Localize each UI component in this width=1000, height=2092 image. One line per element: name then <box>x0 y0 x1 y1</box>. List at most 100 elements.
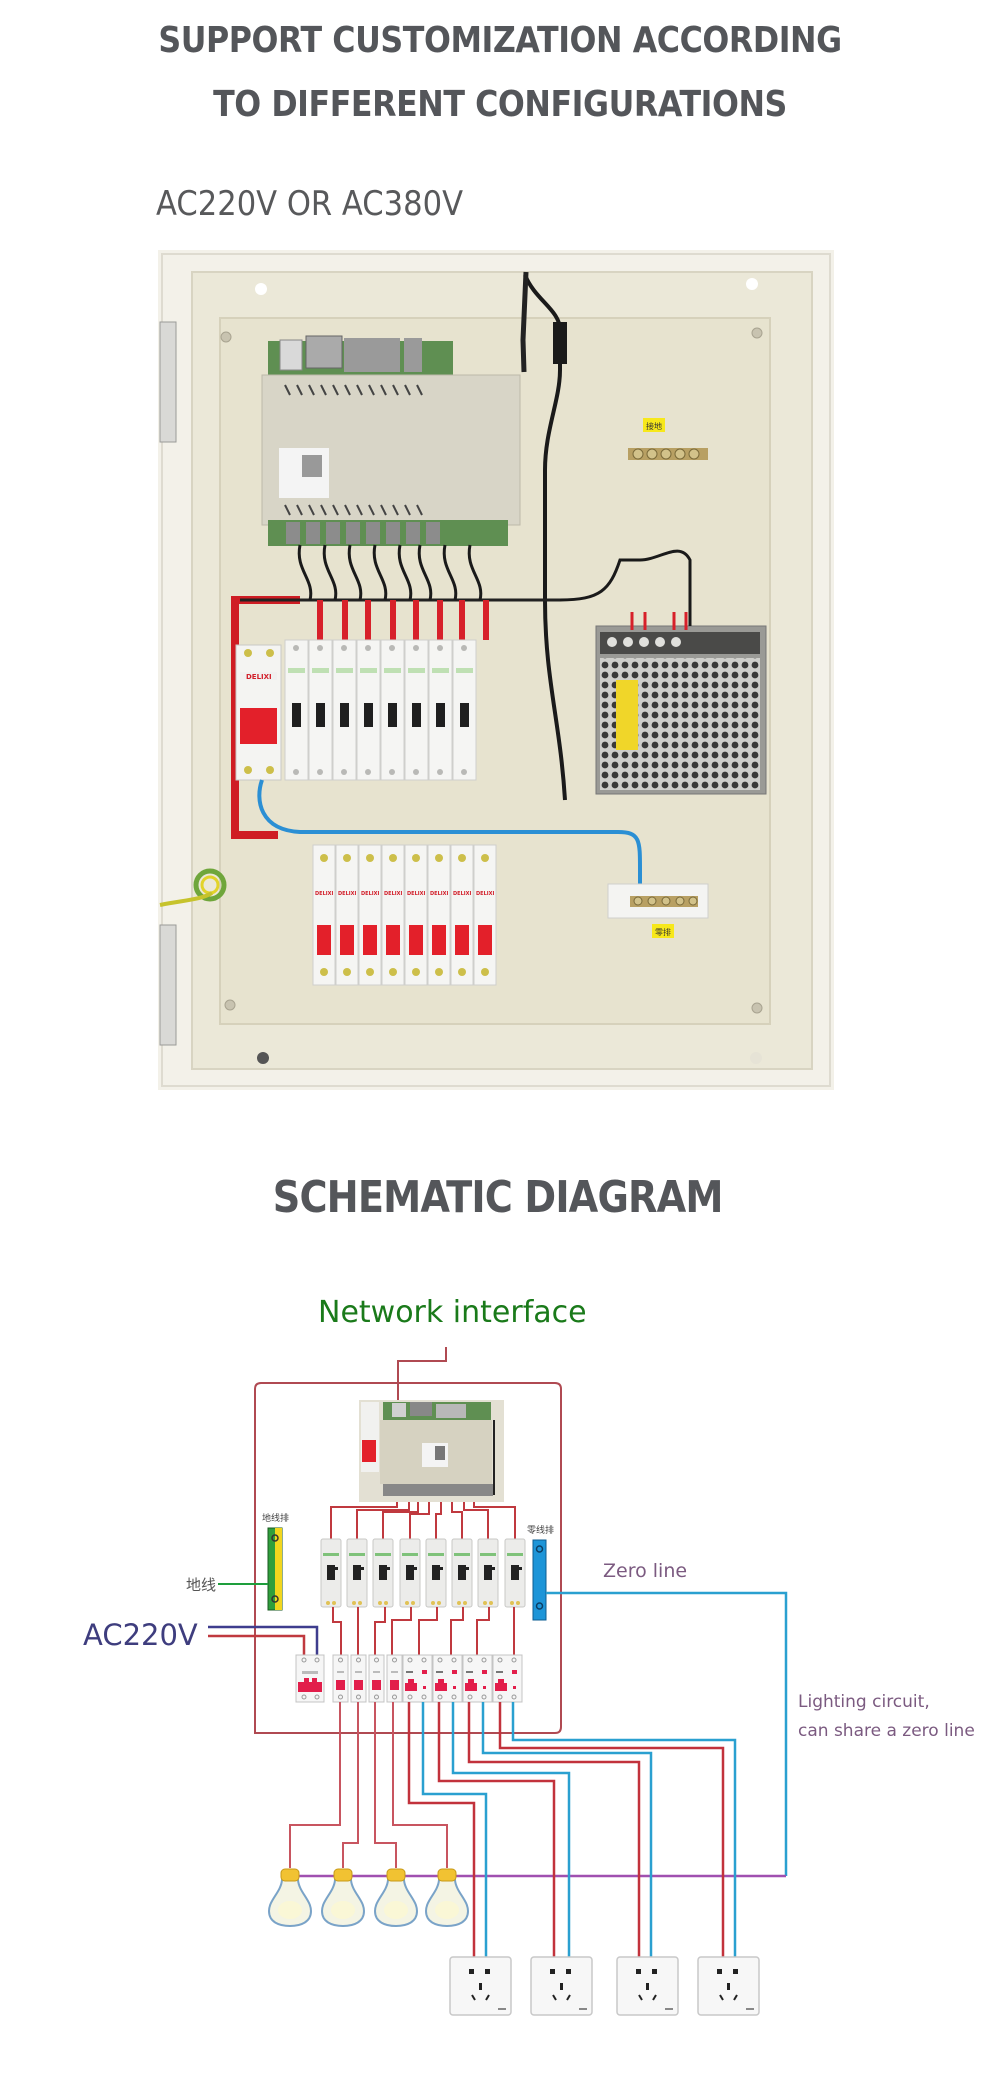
lighting-breaker <box>350 1654 367 1703</box>
contactor-photo <box>308 639 333 781</box>
lighting-live-wire <box>342 1702 359 1868</box>
relay <box>399 1538 421 1608</box>
control-wire <box>330 1502 398 1539</box>
neutral-bar-tag-text: 零排 <box>655 927 671 937</box>
breaker-brand: DELIXI <box>430 891 448 897</box>
control-wire <box>473 1502 516 1539</box>
wall-socket-icon <box>697 1956 760 2016</box>
breaker-brand: DELIXI <box>361 891 379 897</box>
breaker-photo: DELIXI <box>358 844 382 986</box>
relay <box>346 1538 368 1608</box>
breaker-photo: DELIXI <box>335 844 359 986</box>
breaker-photo: DELIXI <box>427 844 451 986</box>
controller-module-thumbnail <box>359 1400 504 1502</box>
light-bulb-icon <box>373 1868 419 1928</box>
breaker-brand: DELIXI <box>476 891 494 897</box>
wall-socket-icon <box>616 1956 679 2016</box>
relay-row <box>320 1538 526 1608</box>
breaker-photo: DELIXI <box>381 844 405 986</box>
ground-bar-tag-text: 接地 <box>646 421 662 431</box>
relay-output-wire <box>450 1607 464 1657</box>
light-bulb-icon <box>320 1868 366 1928</box>
control-wire <box>409 1502 430 1539</box>
relay <box>477 1538 499 1608</box>
control-wire <box>356 1502 410 1539</box>
socket-rcbo-breaker <box>402 1654 433 1703</box>
ground-wire-coil <box>193 868 227 902</box>
socket-live-wire <box>407 1702 476 1958</box>
light-bulb-icon <box>267 1868 313 1928</box>
relay <box>504 1538 526 1608</box>
socket-neutral-wire <box>511 1702 737 1958</box>
socket-neutral-wire <box>451 1702 571 1958</box>
ground-bar <box>267 1527 283 1611</box>
contactor-photo <box>284 639 309 781</box>
network-line <box>397 1347 447 1400</box>
socket-row <box>449 1956 760 2016</box>
heading-line-2: TO DIFFERENT CONFIGURATIONS <box>213 84 787 125</box>
relay <box>451 1538 473 1608</box>
wall-socket-icon <box>449 1956 512 2016</box>
relay-output-wire <box>476 1607 490 1657</box>
zero-line-label: Zero line <box>603 1560 687 1582</box>
contactor-photo <box>356 639 381 781</box>
neutral-bar-label: 零线排 <box>527 1524 554 1536</box>
power-supply-unit <box>595 625 767 795</box>
contactor-photo <box>404 639 429 781</box>
contactor-row-photo <box>284 639 477 781</box>
supply-live-wire <box>208 1634 306 1657</box>
neutral-bar-tag <box>652 924 674 938</box>
breaker-brand: DELIXI <box>407 891 425 897</box>
network-interface-label: Network interface <box>318 1295 587 1330</box>
control-wire <box>382 1502 419 1539</box>
lighting-breaker <box>386 1654 403 1703</box>
note-line-2: can share a zero line <box>798 1721 975 1741</box>
neutral-wire <box>257 779 642 898</box>
relay-output-wire <box>418 1607 438 1657</box>
socket-live-wire <box>467 1702 641 1958</box>
wall-socket-icon <box>530 1956 593 2016</box>
breaker-photo: DELIXI <box>312 844 336 986</box>
lighting-breaker <box>332 1654 349 1703</box>
neutral-bar <box>532 1539 547 1621</box>
contactor-photo <box>332 639 357 781</box>
door-hinge <box>159 924 177 1046</box>
lighting-live-wire <box>392 1702 448 1868</box>
relay <box>320 1538 342 1608</box>
socket-neutral-wire <box>421 1702 488 1958</box>
main-breaker <box>295 1654 325 1703</box>
breaker-photo: DELIXI <box>404 844 428 986</box>
socket-live-wire <box>437 1702 556 1958</box>
breaker-brand: DELIXI <box>338 891 356 897</box>
zero-line-wire <box>546 1591 788 1876</box>
control-wires <box>330 1502 516 1539</box>
ground-bar-label: 地线排 <box>262 1512 289 1524</box>
lighting-live-wire <box>289 1702 341 1868</box>
schematic-title: SCHEMATIC DIAGRAM <box>272 1172 724 1223</box>
svg-text:DELIXI: DELIXI <box>246 673 272 681</box>
door-hinge <box>159 321 177 443</box>
supply-label: AC220V <box>83 1618 198 1652</box>
breaker-brand: DELIXI <box>384 891 402 897</box>
ground-bar-tag <box>643 418 665 432</box>
socket-rcbo-breaker <box>432 1654 463 1703</box>
main-breaker-photo: DELIXI <box>235 644 282 781</box>
ground-wire-label: 地线 <box>186 1576 216 1594</box>
relay-output-wire <box>332 1607 342 1657</box>
relay <box>425 1538 447 1608</box>
relay-output-wire <box>391 1607 412 1657</box>
socket-rcbo-breaker <box>462 1654 493 1703</box>
relay-output-wires <box>332 1607 515 1657</box>
breaker-photo: DELIXI <box>473 844 497 986</box>
breaker-brand: DELIXI <box>315 891 333 897</box>
cabinet-frame-outline <box>254 1382 562 1734</box>
lighting-breaker <box>368 1654 385 1703</box>
branch-breaker-row <box>332 1654 523 1703</box>
voltage-label: AC220V OR AC380V <box>156 184 464 224</box>
heading-line-1: SUPPORT CUSTOMIZATION ACCORDING <box>158 20 842 61</box>
breaker-row-photo: DELIXI DELIXI DELIXI DELIXI DELIXI DELIXI DELI… <box>312 844 497 986</box>
socket-live-wire <box>498 1702 725 1958</box>
load-wires <box>286 1702 786 1958</box>
network-cable <box>523 274 567 801</box>
